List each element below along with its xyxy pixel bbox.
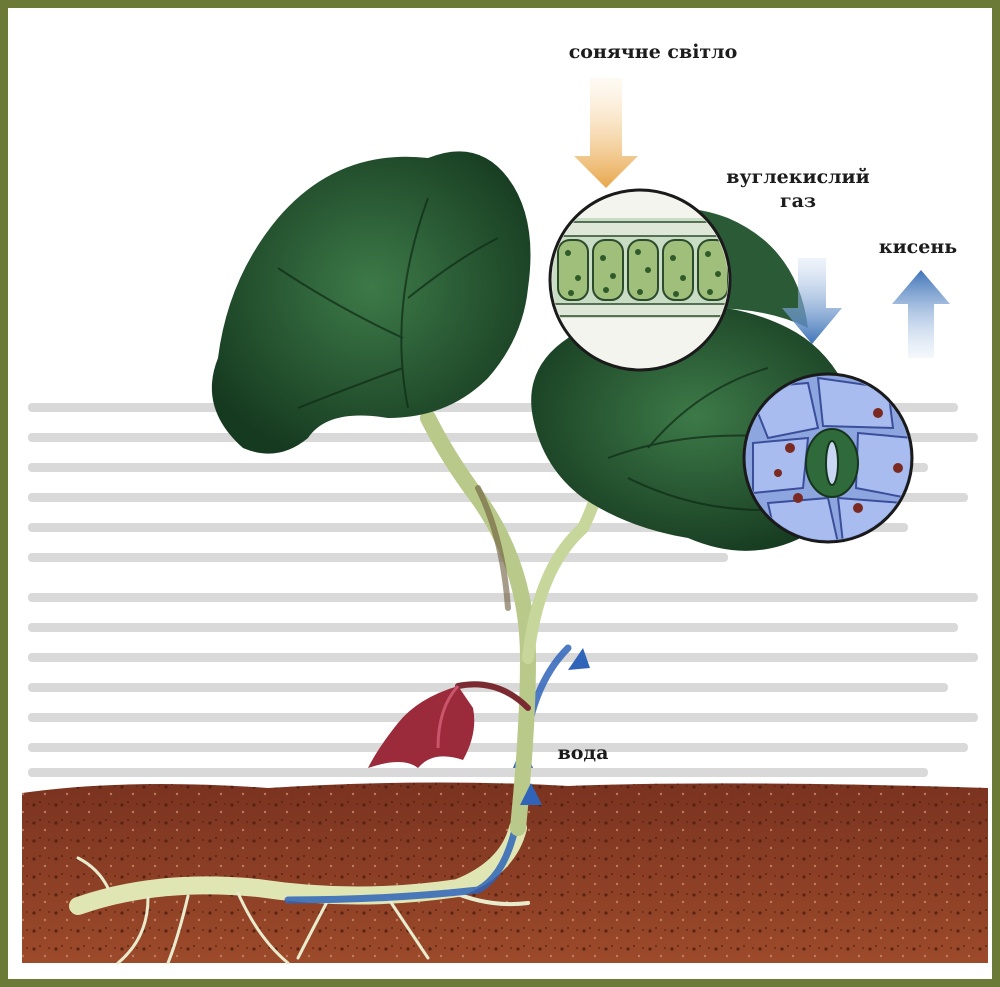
sunlight-label: сонячне світло	[553, 40, 753, 64]
soil	[22, 782, 988, 963]
flower-bud	[368, 686, 474, 768]
leaf-cells-magnifier	[548, 190, 733, 370]
co2-label-line2: газ	[723, 189, 873, 213]
co2-label: вуглекислий газ	[723, 165, 873, 213]
photosynthesis-diagram	[8, 8, 992, 979]
oxygen-arrow	[892, 270, 950, 358]
oxygen-label: кисень	[868, 235, 968, 259]
diagram-canvas: сонячне світло вуглекислий газ кисень во…	[8, 8, 992, 979]
sunlight-arrow	[574, 78, 638, 188]
co2-label-line1: вуглекислий	[723, 165, 873, 189]
water-label: вода	[543, 741, 623, 765]
